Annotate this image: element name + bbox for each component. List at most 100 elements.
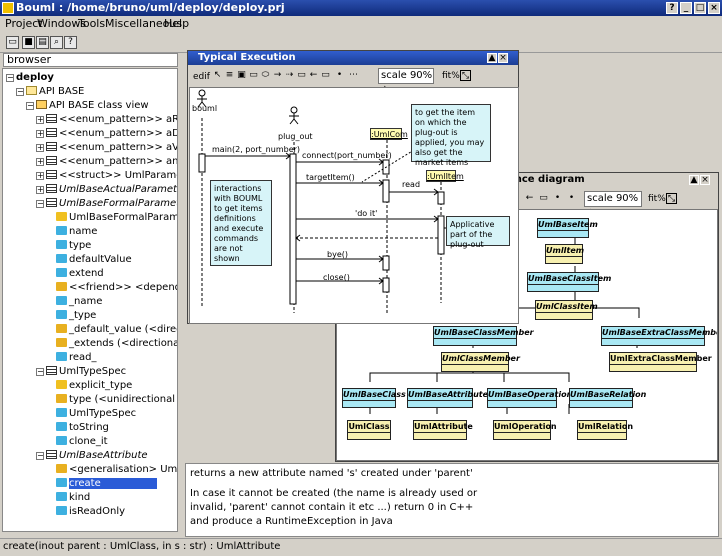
- close-icon[interactable]: ×: [498, 53, 508, 63]
- dots-tool-icon[interactable]: •: [336, 70, 343, 80]
- note-interactions[interactable]: interactions with BOUML to get items def…: [210, 180, 272, 266]
- scale-select[interactable]: scale 90% ▲: [378, 68, 434, 95]
- return-tool-icon[interactable]: ▭: [297, 70, 306, 80]
- tree-item[interactable]: +<<enum_pattern>> aDirection: [36, 128, 177, 139]
- menu-miscellaneous[interactable]: Miscellaneous: [105, 17, 183, 30]
- class-umlitem[interactable]: UmlItem: [545, 244, 584, 264]
- save-icon[interactable]: ■: [22, 36, 35, 49]
- fit-label[interactable]: fit%: [442, 71, 460, 81]
- text-tool-icon[interactable]: ⋯: [349, 70, 358, 80]
- object-umlitem[interactable]: :UmlItem: [426, 170, 464, 182]
- class-umlbaseclass[interactable]: UmlBaseClass: [342, 388, 406, 408]
- scale-select[interactable]: scale 90% ▲: [584, 191, 642, 218]
- class-umlclassmember[interactable]: UmlClassMember: [441, 352, 520, 372]
- tree-item[interactable]: +<<enum_pattern>> anItemKin: [36, 156, 178, 167]
- tree-item[interactable]: −deploy: [6, 72, 54, 83]
- help-icon[interactable]: ?: [666, 2, 678, 14]
- tree-item[interactable]: extend: [56, 267, 104, 282]
- browser-search-input[interactable]: browser: [3, 53, 178, 67]
- comment-area[interactable]: returns a new attribute named 's' create…: [185, 463, 719, 537]
- menu-tools[interactable]: Tools: [78, 17, 106, 30]
- class-umloperation[interactable]: UmlOperation: [493, 420, 557, 440]
- tree-item[interactable]: −UmlBaseAttribute: [36, 450, 148, 461]
- async-message-tool-icon[interactable]: ⇢: [285, 70, 294, 80]
- object-umlcom[interactable]: :UmlCom: [370, 128, 408, 140]
- lost-tool-icon[interactable]: ←: [309, 70, 318, 80]
- close-button[interactable]: ×: [708, 2, 720, 14]
- tree-item[interactable]: UmlBaseFormalParameter: [56, 211, 177, 226]
- tree-item[interactable]: type (<unidirectional assoc: [56, 393, 177, 408]
- edit-label[interactable]: edif: [193, 72, 210, 82]
- minimize-button[interactable]: _: [680, 2, 692, 14]
- tree-item[interactable]: <<friend>> <dependency> U: [56, 281, 177, 296]
- tree-item[interactable]: _default_value (<directiona: [56, 323, 177, 338]
- sequence-diagram-window[interactable]: Typical Execution ▲× edif ↖ ≡ ▣ ▭ ⬭ → ⇢ …: [187, 50, 519, 324]
- arrow-tool-icon[interactable]: ←: [525, 193, 534, 203]
- tree-item[interactable]: _type: [56, 309, 96, 324]
- menu-windows[interactable]: Windows: [37, 17, 87, 30]
- class-umlbaserelation[interactable]: UmlBaseRelation: [569, 388, 646, 408]
- found-tool-icon[interactable]: ▭: [321, 70, 330, 80]
- note-applicative[interactable]: Applicative part of the plug-out: [446, 216, 510, 249]
- class-umlbaseextraclassmember[interactable]: UmlBaseExtraClassMember: [601, 326, 717, 346]
- tree-item[interactable]: +<<struct>> UmlParameter: [36, 170, 177, 181]
- dots-tool-icon[interactable]: •: [554, 193, 561, 203]
- class-umlclassitem[interactable]: UmlClassItem: [535, 300, 598, 320]
- note-get-item[interactable]: to get the item on which the plug-out is…: [411, 104, 491, 167]
- class-umlbaseclassitem[interactable]: UmlBaseClassItem: [527, 272, 611, 292]
- tree-item[interactable]: _name: [56, 295, 102, 310]
- class-umlattribute[interactable]: UmlAttribute: [413, 420, 473, 440]
- tree-item[interactable]: +UmlBaseActualParameter: [36, 184, 178, 195]
- class-umlbaseitem[interactable]: UmlBaseItem: [537, 218, 598, 238]
- tree-item[interactable]: −API BASE: [16, 86, 85, 97]
- rect-tool-icon[interactable]: ▭: [249, 70, 258, 80]
- browser-tree[interactable]: −deploy −API BASE −API BASE class view +…: [2, 68, 178, 532]
- tree-item[interactable]: _extends (<directional aggi: [56, 337, 177, 352]
- fit-icon[interactable]: ⤡: [666, 193, 677, 204]
- select-tool-icon[interactable]: ↖: [213, 70, 222, 80]
- sequence-diagram-canvas[interactable]: bouml plug_out :UmlCom :UmlItem main(2, …: [189, 87, 519, 324]
- note-tool-icon[interactable]: ≡: [225, 70, 234, 80]
- restore-icon[interactable]: ▲: [689, 175, 699, 185]
- menu-help[interactable]: Help: [164, 17, 190, 30]
- class-umlextraclassmember[interactable]: UmlExtraClassMember: [609, 352, 712, 372]
- text-tool-icon[interactable]: •: [568, 193, 575, 203]
- maximize-button[interactable]: □: [694, 2, 706, 14]
- tree-item[interactable]: name: [56, 225, 97, 240]
- tree-item[interactable]: −API BASE class view: [26, 100, 149, 111]
- message-tool-icon[interactable]: →: [273, 70, 282, 80]
- search-icon[interactable]: ⌕: [50, 36, 63, 49]
- tree-item[interactable]: kind: [56, 491, 90, 506]
- tree-item[interactable]: read_: [56, 351, 97, 366]
- fit-label[interactable]: fit%: [648, 194, 666, 204]
- tree-item[interactable]: toString: [56, 421, 109, 436]
- tree-item[interactable]: +<<enum_pattern>> aVisibility: [36, 142, 178, 153]
- print-icon[interactable]: ▤: [36, 36, 49, 49]
- restore-icon[interactable]: ▲: [487, 53, 497, 63]
- class-tool-icon[interactable]: ▣: [237, 70, 246, 80]
- ellipse-tool-icon[interactable]: ⬭: [261, 70, 270, 80]
- tree-item[interactable]: <generalisation> UmlClass: [56, 463, 177, 478]
- tree-item[interactable]: −UmlTypeSpec: [36, 366, 127, 377]
- note-tool-icon[interactable]: ▭: [539, 193, 548, 203]
- tree-item[interactable]: isReadOnly: [56, 505, 125, 520]
- tree-item-selected[interactable]: create: [56, 477, 157, 492]
- class-umlclass[interactable]: UmlClass: [347, 420, 391, 440]
- menu-project[interactable]: Project: [5, 17, 43, 30]
- whats-this-icon[interactable]: ?: [64, 36, 77, 49]
- tree-item[interactable]: defaultValue: [56, 253, 132, 268]
- message-main: main(2, port_number): [212, 145, 301, 154]
- tree-item[interactable]: +<<enum_pattern>> aRelationK: [36, 114, 178, 125]
- tree-item[interactable]: type: [56, 239, 91, 254]
- close-icon[interactable]: ×: [700, 175, 710, 185]
- tree-item[interactable]: explicit_type: [56, 379, 132, 394]
- class-umlbaseattribute[interactable]: UmlBaseAttribute: [407, 388, 488, 408]
- open-icon[interactable]: ▭: [6, 36, 19, 49]
- tree-item[interactable]: −UmlBaseFormalParameter: [36, 198, 178, 209]
- class-umlrelation[interactable]: UmlRelation: [577, 420, 633, 440]
- tree-item[interactable]: UmlTypeSpec: [56, 407, 136, 422]
- class-umlbaseoperation[interactable]: UmlBaseOperation: [487, 388, 572, 408]
- fit-icon[interactable]: ⤡: [460, 70, 471, 81]
- class-umlbaseclassmember[interactable]: UmlBaseClassMember: [433, 326, 534, 346]
- tree-item[interactable]: clone_it: [56, 435, 108, 450]
